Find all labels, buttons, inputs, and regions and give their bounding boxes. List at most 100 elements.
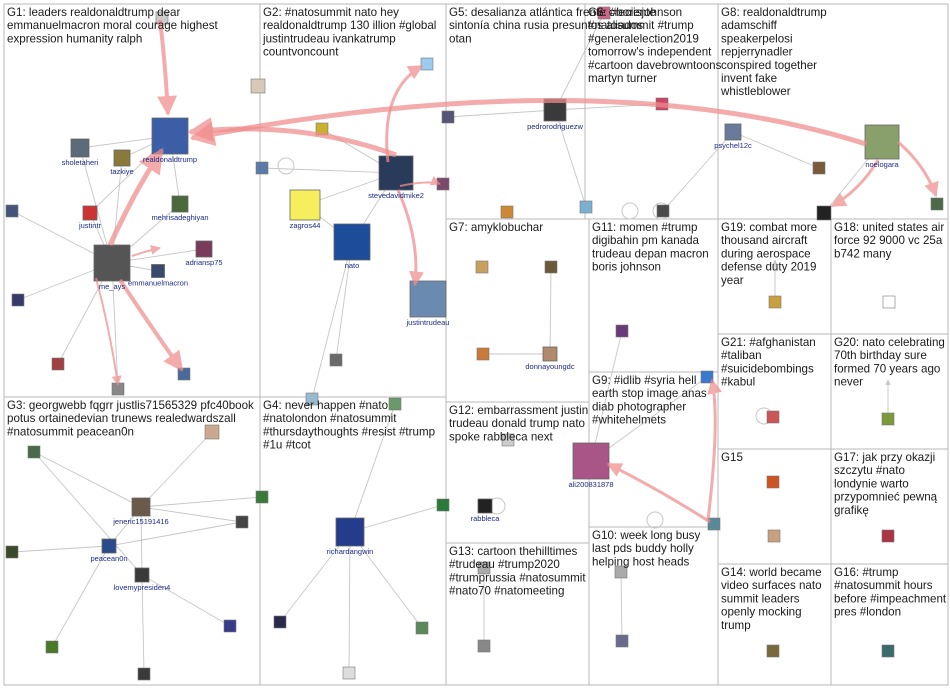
node-label-emmanuelmacron: emmanuelmacron [128,279,188,288]
group-caption-g21: G21: #afghanistan#taliban#suicidebombing… [721,336,816,389]
avatar-node [305,392,319,406]
avatar-node [614,565,628,579]
edge [261,167,397,176]
avatar-node [27,445,41,459]
group-caption-g13: G13: cartoon thehilltimes#trudeau #trump… [449,545,586,598]
edge [11,545,110,555]
edge-heavy [95,277,122,386]
avatar-node [766,410,780,424]
group-caption-g3: G3: georgwebb fqgrr justlis71565329 pfc4… [7,399,254,438]
avatar-node [812,161,826,175]
node-label-lovemypresiden4: lovemypresiden4 [114,583,171,592]
edge [79,147,114,264]
avatar-node [615,634,629,648]
group-caption-line: before #impeachment [834,592,947,605]
group-caption-line: trump [721,619,751,632]
edge [662,131,734,212]
avatar-node [45,640,59,654]
avatar-node [544,260,558,274]
group-caption-line: #natosummit peacean0n [7,425,134,438]
group-caption-line: G12: embarrassment justin [449,404,588,417]
edge-heavy [399,176,441,187]
self-loop [646,511,664,529]
group-box-g15 [717,448,832,565]
group-caption-line: b742 many [834,247,892,260]
edge-heavy [189,97,867,147]
edge-heavy [107,147,165,247]
node-lovemypresiden4 [134,567,150,583]
edge [140,431,213,508]
group-caption-line: #natosummit #trump [588,19,694,32]
group-caption-line: trudeau donald trump nato [449,417,585,430]
node-peacean0n [101,538,117,554]
group-caption-line: #trudeau #trump2020 [449,558,560,571]
avatar-node [342,666,356,680]
avatar-node [204,424,220,440]
avatar-node [436,498,450,512]
group-caption-line: never [834,376,863,389]
edge [310,241,353,400]
edge-heavy [706,378,722,521]
group-caption-line: G21: #afghanistan [721,336,816,349]
avatar-node [500,205,514,219]
edge [554,109,588,208]
edge [548,266,554,355]
self-loop [621,202,639,220]
node-adriansp75 [195,240,213,258]
group-caption-line: justintrudeau ivankatrump [262,32,396,45]
group-caption-line: earth stop image anas [592,387,707,400]
node-label-pedrorodriguezw: pedrorodriguezw [527,122,583,131]
edge-heavy [897,140,939,198]
group-caption-line: 70th birthday sure [834,349,927,362]
group-caption-line: G4: never happen #nato [263,399,388,412]
node-label-realdonaldtrump: realdonaldtrump [143,155,197,164]
group-caption-line: countvoncount [263,46,339,59]
group-caption-line: londynie warto [834,477,909,490]
avatar-node [615,324,629,338]
group-caption-line: G11: momen #trump [592,221,697,234]
avatar-node [767,529,781,543]
node-psychel12c [724,123,742,141]
group-caption-line: force 92 9000 vc 25a [834,234,943,247]
avatar-node [235,515,249,529]
group-caption-line: openly mocking [721,606,802,619]
edge [33,451,143,576]
group-caption-line: #taliban [721,349,762,362]
group-caption-line: G9: #idlib #syria hell [592,374,696,387]
group-caption-line: expression humanity ralph [7,32,142,45]
node-richardangwin [335,517,365,547]
edge [333,241,353,361]
group-caption-line: video surfaces nato [721,579,822,592]
node-label-stevedavidmike2: stevedavidmike2 [368,191,424,200]
group-caption-line: #kabul [721,376,755,389]
group-caption-line: G14: world became [721,566,822,579]
group-caption-line: G2: #natosummit nato hey [263,6,399,19]
edge [349,503,444,533]
group-caption-line: formed 70 years ago [834,362,940,375]
group-caption-line: G13: cartoon thehilltimes [449,545,577,558]
node-label-tazkiye: tazkiye [110,167,133,176]
avatar-node [11,293,25,307]
group-caption-line: last pds buddy holly [592,542,694,555]
group-caption-line: martyn turner [588,72,657,85]
group-box-g2 [259,3,447,398]
node-label-me_ays: me_ays [99,282,126,291]
avatar-node [255,161,269,175]
group-caption-line: #nato70 #natomeeting [449,585,564,598]
avatar-node [881,529,895,543]
group-box-g3 [3,396,261,686]
group-caption-g6: G6: #borisjohnson#natosummit #trump#gene… [588,6,722,85]
edge-heavy [606,462,711,524]
group-caption-g15: G15 [721,451,743,464]
node-justintr [82,205,98,221]
avatar-node [415,621,429,635]
group-caption-line: repjerrynadler [721,46,793,59]
group-caption-line: potus ortainedevian trunews realedwardsz… [7,412,236,425]
edge [33,451,142,508]
